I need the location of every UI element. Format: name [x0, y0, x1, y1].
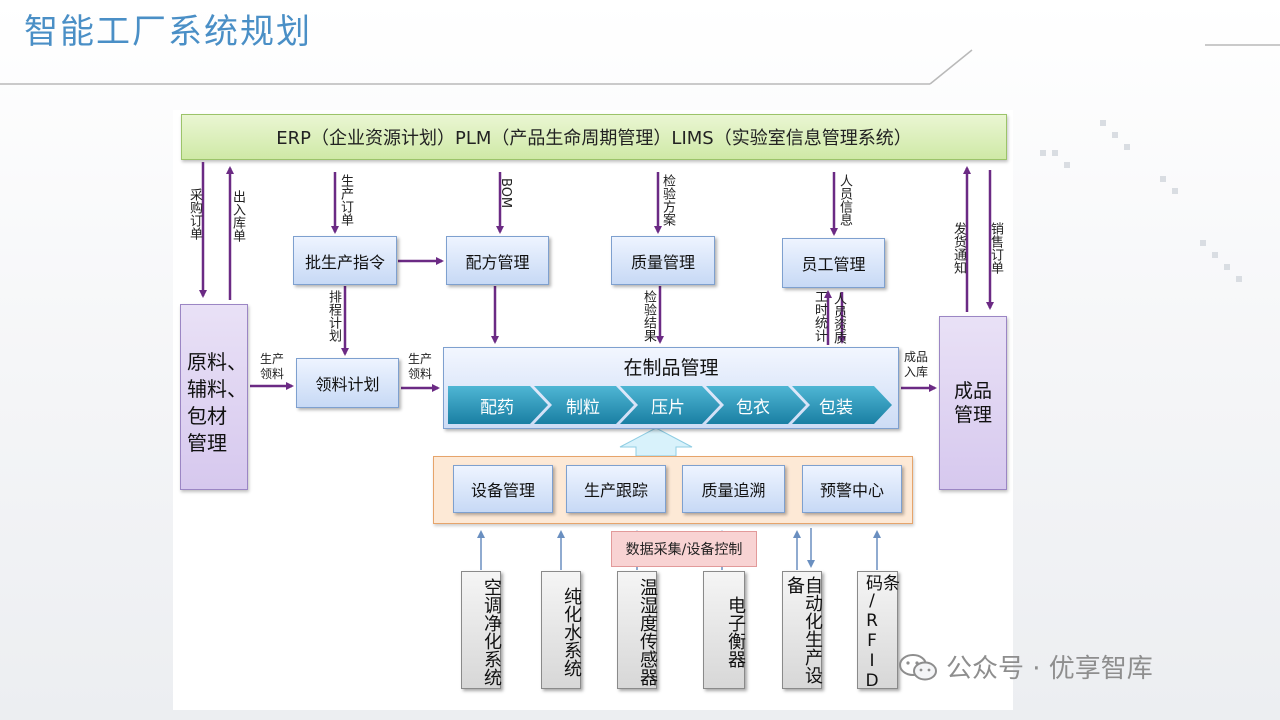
- label-sales-order: 销售订单: [988, 222, 1003, 274]
- page-title: 智能工厂系统规划: [24, 12, 312, 52]
- device-scale: 电子衡器: [703, 571, 746, 689]
- production-tracking-box: 生产跟踪: [566, 465, 666, 513]
- step-4: 包衣: [736, 398, 770, 418]
- quality-box: 质量管理: [611, 236, 715, 285]
- finished-goods-store-box: 成品 管理: [939, 316, 1007, 490]
- device-automation: 自动化生产设备: [782, 571, 823, 689]
- wechat-icon: [899, 653, 937, 680]
- wip-title: 在制品管理: [623, 357, 719, 379]
- label-inspection-plan: 检验方案: [660, 174, 675, 226]
- device-temp-humidity: 温湿度传感器: [617, 571, 658, 689]
- label-staff-qualification: 人员资质: [831, 292, 846, 344]
- alert-center-box: 预警中心: [802, 465, 902, 513]
- step-chevron-4: [706, 386, 806, 424]
- step-2: 制粒: [566, 398, 600, 418]
- label-staff-info: 人员信息: [837, 174, 852, 226]
- label-inout-order: 出入库单: [230, 190, 245, 242]
- label-bom: BOM: [498, 178, 513, 209]
- wip-management-box: 在制品管理 配药 制粒 压片 包衣 包装: [443, 347, 899, 429]
- staff-box: 员工管理: [782, 238, 885, 288]
- quality-trace-box: 质量追溯: [682, 465, 785, 513]
- raw-material-store-box: 原料、 辅料、 包材 管理: [180, 304, 248, 490]
- data-acquisition-label: 数据采集/设备控制: [611, 531, 757, 567]
- label-purchase-order: 采购订单: [187, 188, 202, 240]
- device-purified-water: 纯化水系统: [541, 571, 582, 689]
- up-arrow-icon: [619, 427, 693, 457]
- label-finished-in: 成品入库: [900, 350, 932, 380]
- label-shipping-notice: 发货通知: [951, 222, 966, 274]
- label-issue-material-1-text: 生产领料: [259, 352, 284, 381]
- material-plan-box: 领料计划: [296, 358, 399, 408]
- step-3: 压片: [651, 398, 685, 418]
- label-production-order: 生产订单: [338, 174, 353, 226]
- label-issue-material-2-text: 生产领料: [407, 352, 432, 381]
- recipe-box: 配方管理: [446, 236, 549, 285]
- step-chevron-5: [792, 386, 892, 424]
- step-5: 包装: [819, 398, 853, 418]
- step-chevron-3: [620, 386, 720, 424]
- label-issue-material-1: 生产领料: [254, 352, 290, 382]
- right-store-line-2: 管理: [954, 404, 993, 426]
- left-store-line-3: 包材: [187, 404, 227, 428]
- watermark-text: 公众号 · 优享智库: [946, 654, 1153, 684]
- process-chevrons: [448, 386, 892, 424]
- label-issue-material-2: 生产领料: [402, 352, 438, 382]
- label-schedule-plan: 排程计划: [326, 290, 341, 342]
- batch-order-box: 批生产指令: [293, 236, 397, 285]
- left-store-line-2: 辅料、: [187, 377, 247, 401]
- device-barcode-rfid: 条码/RFID: [857, 571, 899, 691]
- step-chevron-1: [448, 386, 548, 424]
- device-hvac: 空调净化系统: [461, 571, 502, 689]
- watermark: 公众号 · 优享智库: [898, 648, 1153, 685]
- equipment-mgmt-box: 设备管理: [453, 465, 553, 513]
- left-store-line-1: 原料、: [187, 350, 247, 374]
- label-work-hours: 工时统计: [812, 290, 827, 342]
- erp-plm-lims-bar: ERP（企业资源计划）PLM（产品生命周期管理）LIMS（实验室信息管理系统）: [181, 114, 1007, 160]
- right-store-line-1: 成品: [954, 380, 993, 402]
- label-finished-in-text: 成品入库: [903, 350, 928, 379]
- step-1: 配药: [480, 398, 514, 418]
- left-store-line-4: 管理: [187, 431, 227, 455]
- label-inspection-result: 检验结果: [641, 290, 656, 342]
- step-chevron-2: [534, 386, 634, 424]
